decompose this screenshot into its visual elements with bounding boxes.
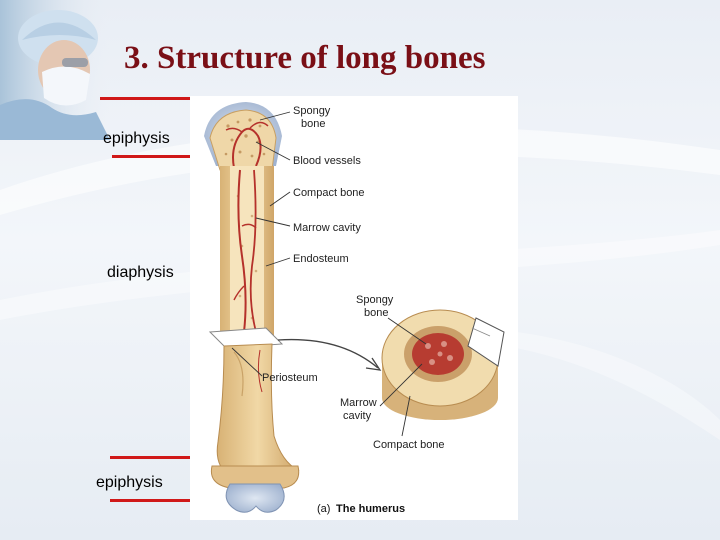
cut-plane [208,327,284,349]
diagram-caption-prefix: (a) [317,503,330,515]
humerus-diagram: Spongy bone Blood vessels Compact bone M… [190,96,518,520]
label-marrow-cavity-top: Marrow cavity [293,222,361,234]
slide-title: 3. Structure of long bones [124,40,486,76]
label-spongy-bone-cs-line2: bone [364,307,388,319]
diaphysis-exterior [216,343,300,477]
distal-epiphysis [210,465,300,513]
diaphysis-cutaway [220,166,274,336]
bone-cross-section [381,309,505,420]
label-periosteum: Periosteum [262,372,318,384]
leader-lines-top [255,111,291,267]
label-marrow-cavity-cs-line1: Marrow [340,397,377,409]
epiphysis-bottom-label: epiphysis [96,474,163,491]
epiphysis-top-upper-line [100,97,228,100]
epiphysis-bottom-upper-line [110,456,206,459]
label-compact-bone-cs: Compact bone [373,439,445,451]
epiphysis-bottom-lower-line [110,499,200,502]
epiphysis-top-lower-line [112,155,210,158]
label-endosteum: Endosteum [293,253,349,265]
label-compact-bone-top: Compact bone [293,187,365,199]
label-blood-vessels: Blood vessels [293,155,361,167]
surgeon-photo [0,0,110,140]
proximal-epiphysis [204,102,282,171]
diagram-caption-text: The humerus [336,503,405,515]
diaphysis-label: diaphysis [107,264,174,281]
label-spongy-bone-line1: Spongy [293,105,331,117]
label-spongy-bone-line2: bone [301,118,325,130]
zoom-arrow [277,338,379,369]
leader-lines-cross-section [231,317,427,437]
epiphysis-top-label: epiphysis [103,130,170,147]
label-marrow-cavity-cs-line2: cavity [343,410,372,422]
label-spongy-bone-cs-line1: Spongy [356,294,394,306]
